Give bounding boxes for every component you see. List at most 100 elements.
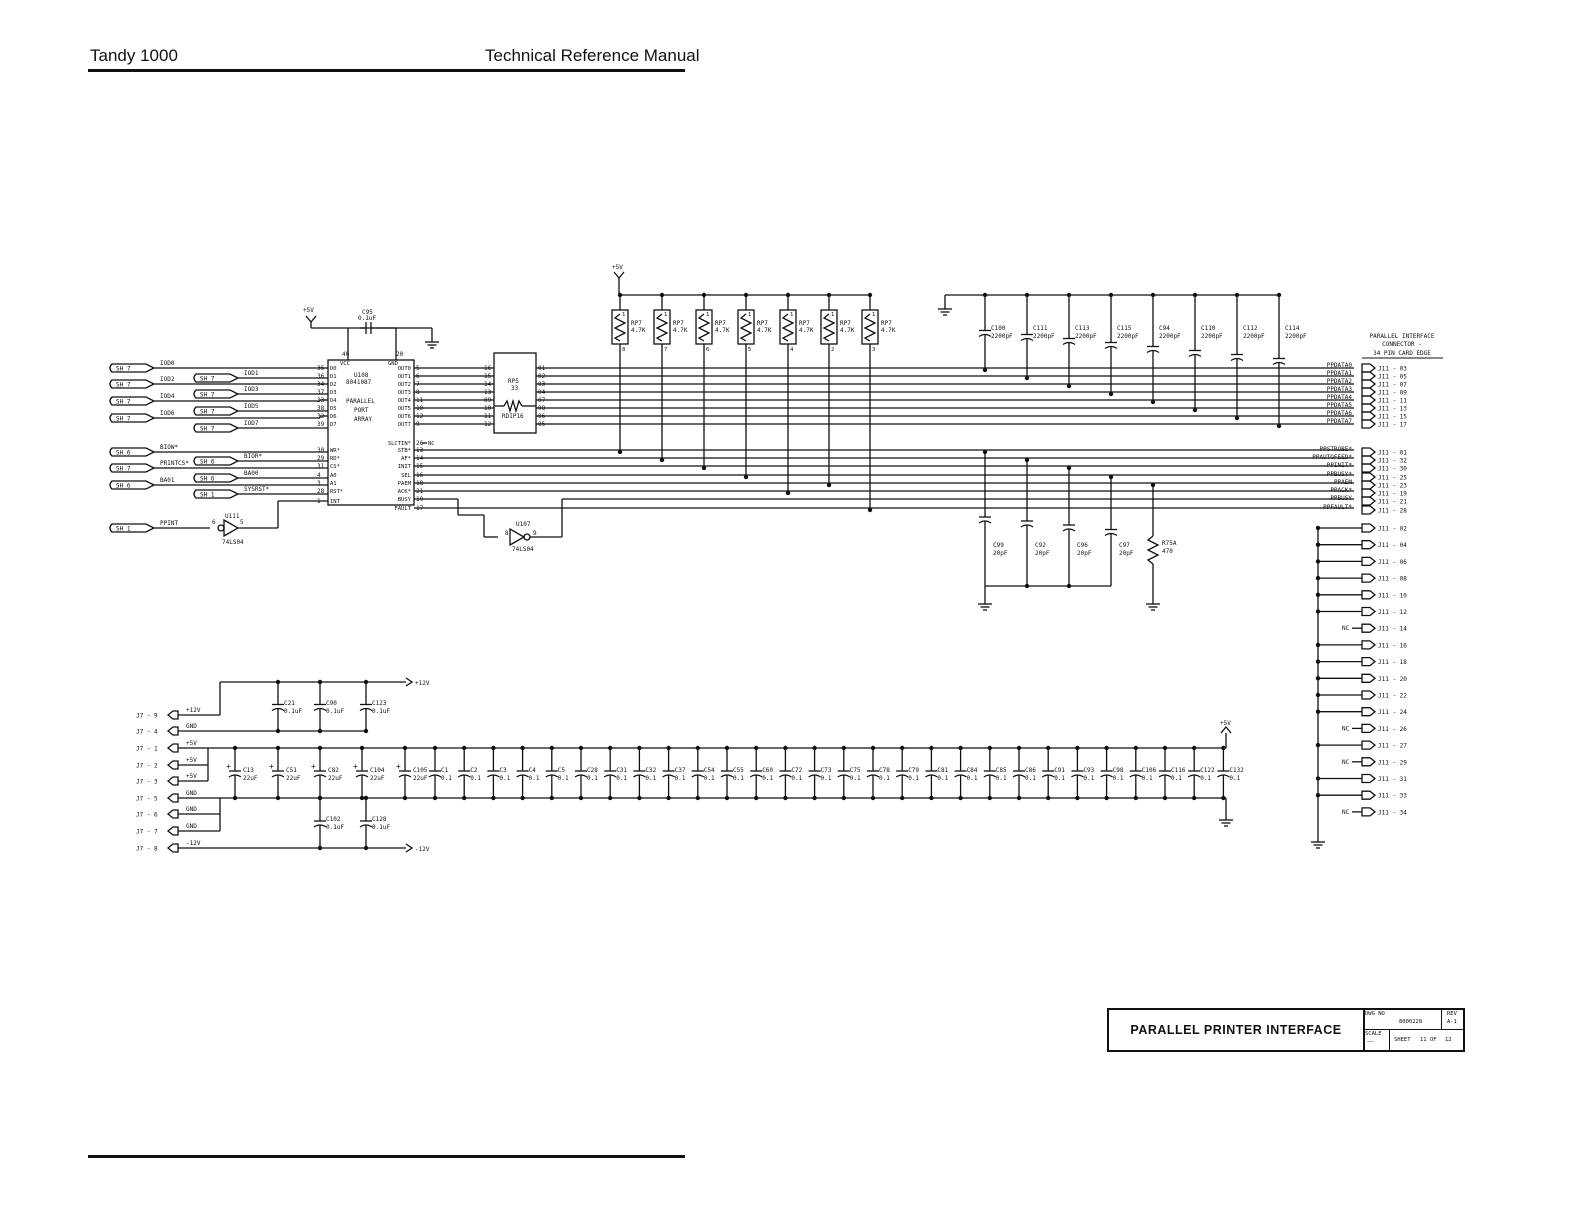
- drawing-title: PARALLEL PRINTER INTERFACE: [1109, 1010, 1365, 1050]
- pin-name: D6: [330, 414, 337, 420]
- cap-name: C123: [372, 700, 387, 707]
- chip-part: 74LS04: [222, 539, 244, 546]
- cap-value: 0.1uF: [284, 708, 302, 715]
- rp5-resistor: [503, 398, 523, 414]
- sheet-ref-tag: [109, 379, 156, 389]
- filter-capacitor: [313, 707, 327, 712]
- rp7-resistor: [611, 309, 629, 345]
- pin-number: 6: [212, 519, 216, 526]
- connector-pin: [1361, 411, 1377, 421]
- junction-dot: [617, 449, 623, 455]
- pin-number: 37: [317, 389, 325, 396]
- cap-name: C98: [1113, 767, 1124, 774]
- cap-value: 0.1uF: [372, 824, 390, 831]
- cap-value: 22uF: [370, 775, 385, 782]
- pin-name: CS*: [330, 464, 340, 470]
- connector-pin: [1361, 505, 1377, 515]
- power-net-label: GND: [186, 823, 197, 830]
- cap-value: 0.1: [1171, 775, 1182, 782]
- resistor-value: 4.7K: [673, 327, 688, 334]
- sheet-ref-tag: [109, 363, 156, 373]
- pin-name: OUT4: [398, 398, 412, 404]
- junction-dot: [1315, 575, 1321, 581]
- filter-capacitor: [837, 774, 851, 778]
- filter-capacitor: [359, 824, 373, 828]
- cap-value: 0.1: [675, 775, 686, 782]
- filter-capacitor: [1100, 774, 1113, 778]
- sheet-ref-label: SH 1: [116, 526, 131, 533]
- power-connector-pin: [166, 826, 179, 836]
- connector-pin-label: J11 - 04: [1378, 542, 1407, 549]
- cap-value: 2200pF: [1159, 333, 1181, 340]
- connector-title: 34 PIN CARD EDGE: [1373, 350, 1431, 357]
- cap-value: 0.1: [937, 775, 948, 782]
- junction-dot: [958, 795, 963, 801]
- cap-value: 0.1: [1025, 775, 1036, 782]
- cap-name: C86: [1025, 767, 1036, 774]
- connector-pin: [1361, 790, 1377, 800]
- power-pin-label: J7 - 5: [136, 796, 158, 803]
- net-label: IOD3: [244, 386, 259, 393]
- junction-dot: [317, 845, 323, 851]
- cap-value: 2200pF: [1201, 333, 1223, 340]
- sheet-total: 12: [1445, 1037, 1452, 1043]
- cap-value: 0.1: [762, 775, 773, 782]
- junction-dot: [1192, 407, 1198, 413]
- connector-pin-label: J11 - 33: [1378, 793, 1407, 800]
- rp7-resistor: [820, 309, 838, 345]
- connector-pin-label: J11 - 11: [1378, 398, 1407, 405]
- sheet-ref-tag: [109, 447, 156, 457]
- pin-number: 9: [533, 530, 537, 537]
- junction-dot: [826, 482, 832, 488]
- pin-number: 28: [317, 488, 325, 495]
- pin-number: 8: [622, 347, 625, 353]
- power-net-label: -12V: [186, 840, 201, 847]
- pin-number: 20: [396, 351, 404, 358]
- net-label: PPINT: [160, 520, 178, 527]
- connector-pin: [1361, 540, 1377, 550]
- filter-capacitor: [1062, 341, 1076, 346]
- junction-dot: [1315, 642, 1321, 648]
- title-block: PARALLEL PRINTER INTERFACE DWG NO 800022…: [1107, 1008, 1465, 1052]
- rev-label: REV: [1447, 1011, 1457, 1017]
- pin-number: 7: [664, 347, 667, 353]
- cap-name: C84: [967, 767, 978, 774]
- u111-inverter: [223, 518, 240, 538]
- pin-number: 1: [872, 312, 875, 318]
- resistor-name: RP7: [715, 320, 726, 327]
- rp7-resistor-zig: [863, 313, 877, 342]
- chip-desc: PARALLEL: [346, 398, 375, 405]
- header-rule: [88, 69, 685, 72]
- cap-name: C4: [529, 767, 537, 774]
- filter-capacitor: [720, 774, 734, 778]
- filter-capacitor: [516, 774, 529, 778]
- signal-name: PPDATA6: [1327, 410, 1353, 417]
- pin-number: 39: [317, 421, 325, 428]
- pin-number: 1: [831, 312, 834, 318]
- pin-name: STB*: [398, 448, 411, 454]
- sheet-ref-label: SH 7: [200, 426, 215, 433]
- connector-pin-label: J11 - 18: [1378, 659, 1407, 666]
- pin-name: ACK*: [398, 489, 411, 495]
- connector-pin: [1361, 463, 1377, 473]
- sheet-ref-label: SH 7: [200, 409, 215, 416]
- junction-dot: [701, 465, 707, 471]
- connector-pin-label: J11 - 10: [1378, 592, 1407, 599]
- junction-dot: [900, 795, 905, 801]
- filter-capacitor: [1158, 774, 1172, 778]
- title-block-grid: DWG NO 8000228 REV A-1 SCALE —— SHEET 11…: [1363, 1010, 1463, 1050]
- cap-value: 22uF: [413, 775, 428, 782]
- cap-name: C128: [372, 816, 387, 823]
- junction-dot: [1315, 676, 1321, 681]
- net-label: PRINTCS*: [160, 460, 189, 467]
- junction-dot: [1315, 709, 1321, 714]
- connector-pin-label: J11 - 08: [1378, 576, 1407, 583]
- electrolytic-capacitor: [271, 774, 285, 778]
- pin-number: 1: [790, 312, 793, 318]
- cap-name: C100: [991, 325, 1006, 332]
- connector-pin-label: J11 - 03: [1378, 366, 1407, 373]
- connector-pin: [1361, 472, 1377, 482]
- filter-capacitor: [603, 774, 617, 778]
- cap-name: C28: [587, 767, 598, 774]
- power-net-label: GND: [186, 723, 197, 730]
